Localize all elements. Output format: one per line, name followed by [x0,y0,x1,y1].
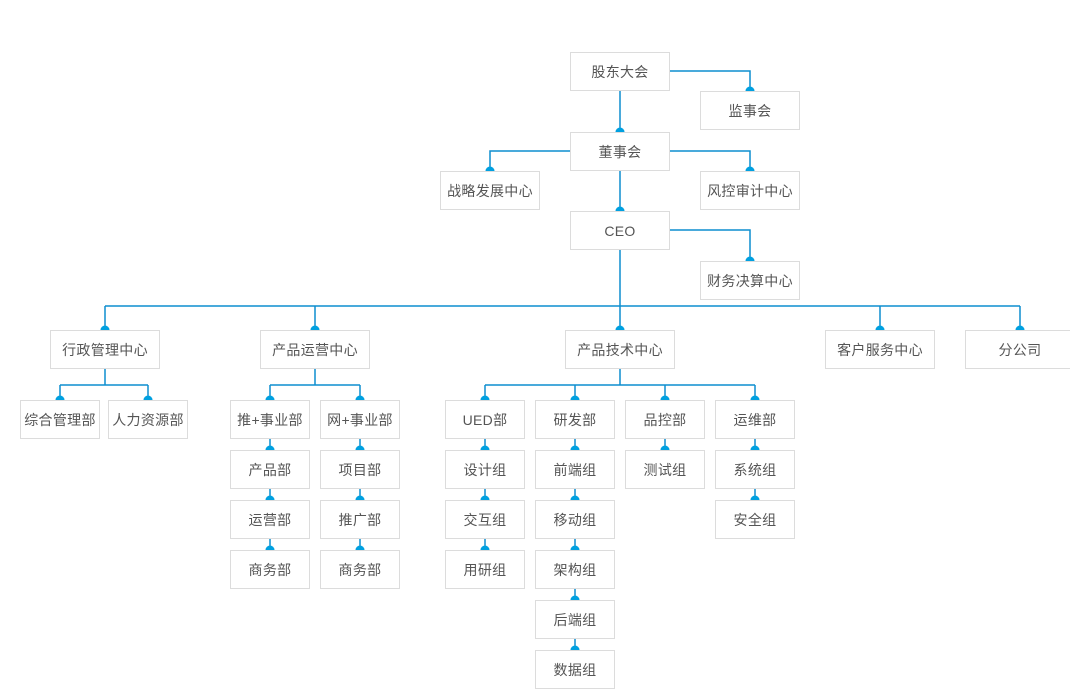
org-node-label: 研发部 [553,411,597,428]
org-node-label: 财务决算中心 [707,272,793,289]
org-node-tui-bu[interactable]: 推+事业部 [230,400,310,439]
org-node-interaction-group[interactable]: 交互组 [445,500,525,539]
org-node-security-group[interactable]: 安全组 [715,500,795,539]
org-node-system-group[interactable]: 系统组 [715,450,795,489]
ceo-to-finance [670,229,751,261]
org-node-label: 股东大会 [591,63,649,80]
org-node-risk-audit[interactable]: 风控审计中心 [700,171,800,210]
org-node-business-dept-2[interactable]: 商务部 [320,550,400,589]
org-node-hr[interactable]: 人力资源部 [108,400,188,439]
org-node-product-tech-center[interactable]: 产品技术中心 [565,330,675,369]
org-node-label: 监事会 [728,102,772,119]
board-to-risk-audit [670,150,751,171]
org-node-label: 前端组 [553,461,597,478]
org-node-ued-dept[interactable]: UED部 [445,400,525,439]
org-node-product-dept[interactable]: 产品部 [230,450,310,489]
org-node-label: 战略发展中心 [447,182,533,199]
org-node-backend-group[interactable]: 后端组 [535,600,615,639]
org-node-supervisors[interactable]: 监事会 [700,91,800,130]
org-node-label: 推+事业部 [237,411,303,428]
org-node-label: 人力资源部 [112,411,184,428]
org-node-architecture-group[interactable]: 架构组 [535,550,615,589]
org-node-label: 用研组 [463,561,507,578]
org-node-qa-dept[interactable]: 品控部 [625,400,705,439]
board-to-strategy [489,150,570,171]
org-node-label: 董事会 [598,143,642,160]
org-node-label: 产品部 [248,461,292,478]
org-node-label: 架构组 [553,561,597,578]
org-node-label: 安全组 [733,511,777,528]
org-node-label: 测试组 [643,461,687,478]
org-node-strategy[interactable]: 战略发展中心 [440,171,540,210]
org-node-user-research-group[interactable]: 用研组 [445,550,525,589]
org-node-ops-dept[interactable]: 运维部 [715,400,795,439]
shareholders-to-supervisors [670,70,751,91]
org-node-admin-center[interactable]: 行政管理中心 [50,330,160,369]
org-node-label: 网+事业部 [327,411,393,428]
org-node-design-group[interactable]: 设计组 [445,450,525,489]
org-node-project-dept[interactable]: 项目部 [320,450,400,489]
org-node-label: 分公司 [998,341,1042,358]
org-node-label: 推广部 [338,511,382,528]
org-node-label: 产品技术中心 [577,341,663,358]
org-node-promotion-dept[interactable]: 推广部 [320,500,400,539]
org-node-label: 产品运营中心 [272,341,358,358]
org-node-data-group[interactable]: 数据组 [535,650,615,689]
org-node-label: 设计组 [463,461,507,478]
org-node-finance[interactable]: 财务决算中心 [700,261,800,300]
org-node-label: 移动组 [553,511,597,528]
org-node-label: 综合管理部 [24,411,96,428]
org-node-frontend-group[interactable]: 前端组 [535,450,615,489]
org-node-board[interactable]: 董事会 [570,132,670,171]
org-node-label: 运营部 [248,511,292,528]
org-node-label: 数据组 [553,661,597,678]
org-node-label: 风控审计中心 [707,182,793,199]
org-node-general-admin[interactable]: 综合管理部 [20,400,100,439]
org-node-mobile-group[interactable]: 移动组 [535,500,615,539]
org-node-label: 行政管理中心 [62,341,148,358]
org-node-wang-bu[interactable]: 网+事业部 [320,400,400,439]
org-node-label: 运维部 [733,411,777,428]
org-node-label: 后端组 [553,611,597,628]
org-node-business-dept-1[interactable]: 商务部 [230,550,310,589]
org-node-label: UED部 [462,411,508,428]
org-node-operations-dept[interactable]: 运营部 [230,500,310,539]
org-node-customer-service-center[interactable]: 客户服务中心 [825,330,935,369]
org-node-label: 项目部 [338,461,382,478]
org-node-product-ops-center[interactable]: 产品运营中心 [260,330,370,369]
org-node-rd-dept[interactable]: 研发部 [535,400,615,439]
org-node-label: 商务部 [338,561,382,578]
org-node-label: 品控部 [643,411,687,428]
org-node-label: 客户服务中心 [837,341,923,358]
org-node-label: CEO [604,222,636,239]
org-node-label: 商务部 [248,561,292,578]
org-node-ceo[interactable]: CEO [570,211,670,250]
org-node-label: 交互组 [463,511,507,528]
org-node-test-group[interactable]: 测试组 [625,450,705,489]
org-node-label: 系统组 [733,461,777,478]
org-node-shareholders[interactable]: 股东大会 [570,52,670,91]
org-node-branch-company[interactable]: 分公司 [965,330,1070,369]
